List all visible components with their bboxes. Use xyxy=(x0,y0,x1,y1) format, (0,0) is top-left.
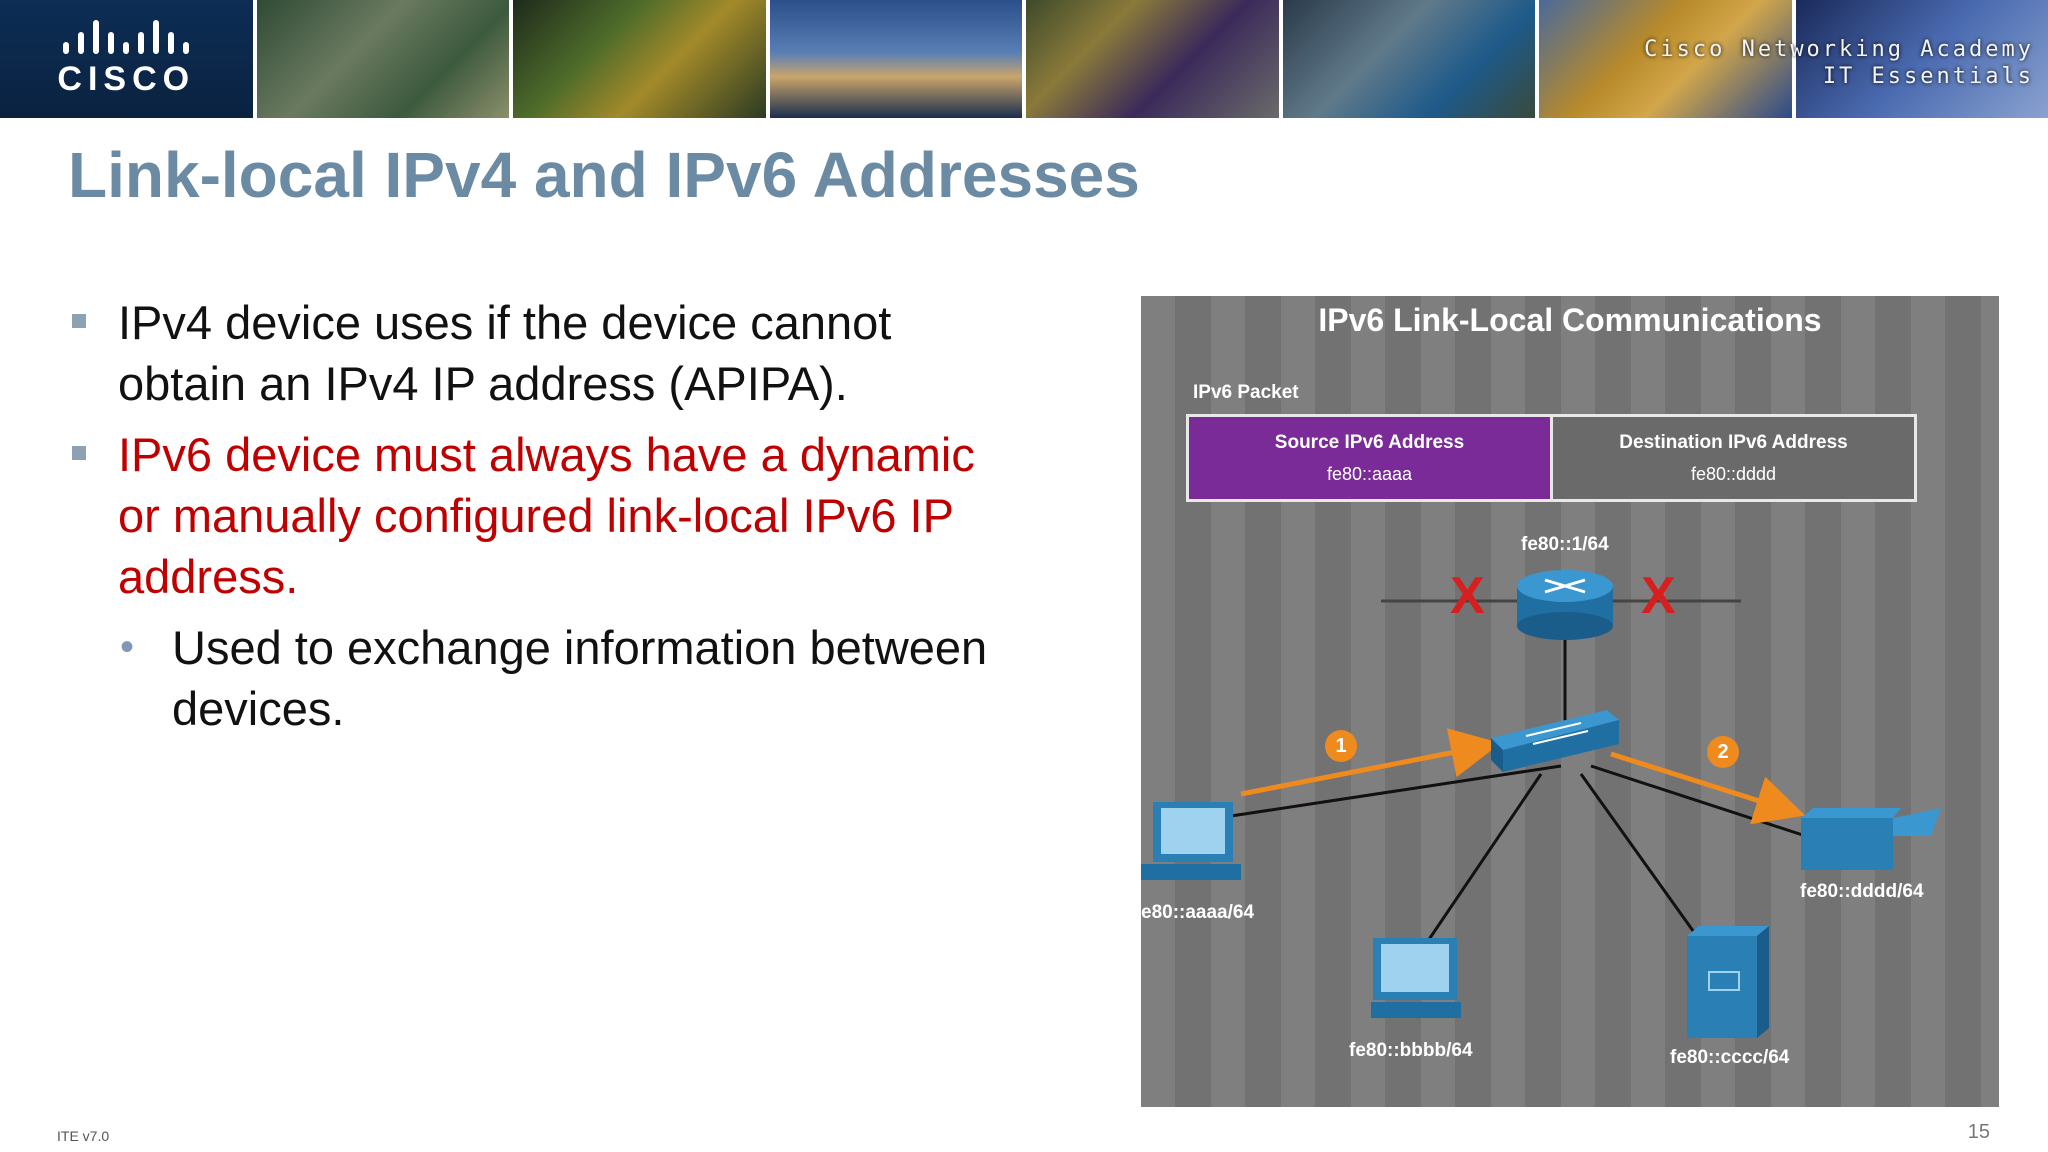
step-2-badge: 2 xyxy=(1707,736,1739,768)
banner-photo-memory xyxy=(256,0,509,118)
router-address: fe80::1/64 xyxy=(1521,534,1609,555)
printer-icon-host-d xyxy=(1801,808,1941,870)
bullet-ipv4: IPv4 device uses if the device cannot ob… xyxy=(72,292,1012,414)
bullet-ipv4-text: IPv4 device uses if the device cannot ob… xyxy=(118,296,892,410)
bullet-list: IPv4 device uses if the device cannot ob… xyxy=(72,292,1012,739)
router-icon xyxy=(1517,570,1613,640)
bullet-ipv6: IPv6 device must always have a dynamic o… xyxy=(72,424,1012,607)
server-icon-host-c xyxy=(1687,926,1769,1038)
arrow-step-1 xyxy=(1240,728,1501,797)
caption-line-course: IT Essentials xyxy=(1822,64,2034,89)
packet-destination-cell: Destination IPv6 Address fe80::dddd xyxy=(1553,417,1914,499)
square-bullet-icon xyxy=(72,314,86,328)
banner-photo-board xyxy=(1539,0,1792,118)
destination-header: Destination IPv6 Address xyxy=(1619,431,1848,453)
banner-photo-blue xyxy=(1795,0,2048,118)
pc-icon-host-a xyxy=(1141,802,1241,880)
page-number: 15 xyxy=(1967,1121,1990,1143)
logo-text: CISCO xyxy=(57,59,196,98)
figure-title: IPv6 Link-Local Communications xyxy=(1318,302,1822,338)
host-c-address: fe80::cccc/64 xyxy=(1670,1047,1790,1068)
blocked-x-right-icon: X xyxy=(1641,567,1676,625)
logo-bars-icon xyxy=(63,19,190,54)
slide-title: Link-local IPv4 and IPv6 Addresses xyxy=(68,139,1140,211)
host-b-address: fe80::bbbb/64 xyxy=(1349,1040,1473,1061)
footer-course: ITE v7.0 xyxy=(57,1128,110,1144)
packet-source-cell: Source IPv6 Address fe80::aaaa xyxy=(1189,417,1553,499)
blocked-x-left-icon: X xyxy=(1450,567,1485,625)
step-1-badge: 1 xyxy=(1325,730,1357,762)
bullet-ipv6-text: IPv6 device must always have a dynamic o… xyxy=(118,428,975,603)
ipv6-link-local-figure: IPv6 Link-Local Communications IPv6 Pack… xyxy=(1141,296,1999,1107)
banner-photo-circuit xyxy=(513,0,766,118)
cisco-logo: CISCO xyxy=(0,0,253,118)
host-a-address: e80::aaaa/64 xyxy=(1141,902,1255,923)
pc-icon-host-b xyxy=(1371,938,1461,1018)
switch-icon xyxy=(1491,710,1619,772)
link-host-d xyxy=(1590,764,1822,843)
banner-photo-motherboard xyxy=(1282,0,1535,118)
header-banner: CISCO Cisco Networking Academy IT Essent… xyxy=(0,0,2048,118)
ipv6-packet: Source IPv6 Address fe80::aaaa Destinati… xyxy=(1186,414,1917,502)
packet-label: IPv6 Packet xyxy=(1193,382,1299,403)
network-topology-diagram xyxy=(1141,570,1941,1038)
caption-line-academy: Cisco Networking Academy xyxy=(1644,37,2034,62)
banner-caption: Cisco Networking Academy IT Essentials xyxy=(1644,36,2034,90)
banner-photo-skyline xyxy=(769,0,1022,118)
source-header: Source IPv6 Address xyxy=(1274,431,1465,453)
round-bullet-icon: • xyxy=(120,625,135,669)
sub-bullet: • Used to exchange information between d… xyxy=(72,617,1012,739)
host-d-address: fe80::dddd/64 xyxy=(1800,881,1924,902)
square-bullet-icon xyxy=(72,446,86,460)
link-host-a xyxy=(1230,764,1562,818)
banner-photo-components xyxy=(1026,0,1279,118)
source-value: fe80::aaaa xyxy=(1326,463,1413,484)
link-host-c xyxy=(1579,773,1713,957)
arrow-step-2 xyxy=(1610,751,1806,825)
destination-value: fe80::dddd xyxy=(1690,463,1777,484)
sub-bullet-text: Used to exchange information between dev… xyxy=(172,621,988,735)
link-host-b xyxy=(1409,773,1543,967)
